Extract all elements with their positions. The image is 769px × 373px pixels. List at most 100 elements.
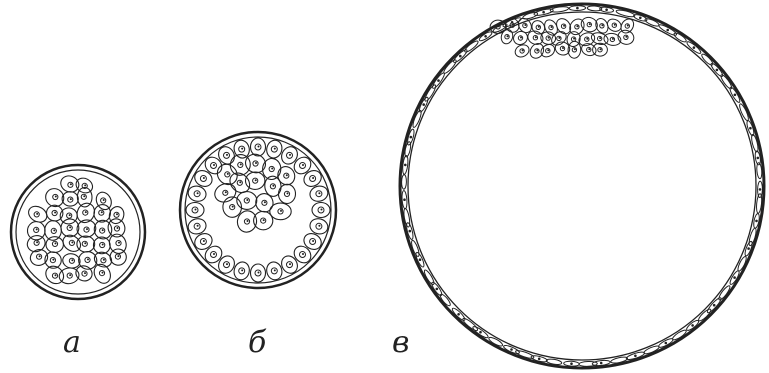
morula-cell-nucleus-nucleolus [101,211,103,213]
embryoblast-cell-nucleus-nucleolus [612,38,614,40]
morula-cell-nucleus-nucleolus [87,258,89,260]
inner-mass-cell-nucleus-nucleolus [255,179,257,181]
inner-mass-cell-nucleus-nucleolus [246,199,248,201]
trophoblast-flat-cell-nucleus [747,247,750,250]
embryoblast-cell-nucleus-nucleolus [573,38,575,40]
embryoblast-cell-nucleus-nucleolus [520,37,522,39]
embryoblast-cell-nucleus-nucleolus [627,25,629,27]
trophoblast-cell-nucleus-nucleolus [318,225,320,227]
inner-mass-cell-nucleus-nucleolus [255,162,257,164]
trophoblast-cell-nucleus-nucleolus [258,272,260,274]
trophoblast-flat-cell-nucleus [457,313,460,316]
trophoblast-cell-nucleus-nucleolus [289,154,291,156]
morula-cell-nucleus-nucleolus [36,228,38,230]
morula-cell-nucleus-nucleolus [102,272,104,274]
early-blastula-outer-membrane [180,132,336,288]
trophoblast-cell-nucleus-nucleolus [203,177,205,179]
trophoblast-flat-cell-nucleus [542,11,545,14]
morula-cell-nucleus-nucleolus [55,242,57,244]
embryoblast-cell-nucleus-nucleolus [589,23,591,25]
morula-cell-nucleus-nucleolus [118,242,120,244]
morula-cell-nucleus-nucleolus [55,196,57,198]
morula-cell-nucleus-nucleolus [117,255,119,257]
trophoblast-flat-cell-nucleus [693,46,696,49]
trophoblast-cell-nucleus-nucleolus [274,148,276,150]
embryoblast-cell-nucleus-nucleolus [538,26,540,28]
morula-cell-nucleus-nucleolus [55,274,57,276]
trophoblast-cell-ring [186,138,330,282]
morula-cell-nucleus-nucleolus [116,213,118,215]
trophoblast-flat-cell-nucleus [419,258,422,261]
embryoblast-cell-nucleus-nucleolus [599,37,601,39]
morula-cell-nucleus-nucleolus [102,229,104,231]
inner-mass-cell-nucleus-nucleolus [271,168,273,170]
embryoblast-cell-nucleus-nucleolus [586,38,588,40]
trophoblast-cell-nucleus-nucleolus [213,164,215,166]
inner-mass-cell-nucleus-nucleolus [232,206,234,208]
trophoblast-flat-cell-nucleus [713,304,716,307]
blastocyst-inner-wall [408,12,756,360]
inner-mass-cell-nucleus-nucleolus [247,220,249,222]
trophoblast-flat-cell-nucleus [479,331,482,334]
embryoblast-cell-nucleus-nucleolus [574,48,576,50]
morula-cell-nucleus-nucleolus [84,242,86,244]
embryoblast-cell-nucleus-nucleolus [588,48,590,50]
embryoblast-cell-nucleus-nucleolus [507,35,509,37]
embryoblast-cell-nucleus-nucleolus [522,49,524,51]
trophoblast-cell-nucleus-nucleolus [213,253,215,255]
embryoblast-cell-nucleus-nucleolus [576,25,578,27]
morula-cell-nucleus-nucleolus [103,259,105,261]
trophoblast-flat-cell [401,175,406,190]
trophoblast-flat-cell-nucleus [422,103,425,106]
morula-cell-nucleus-nucleolus [71,241,73,243]
morula-cell-nucleus-nucleolus [103,199,105,201]
embryoblast-cell-nucleus-nucleolus [512,24,514,26]
inner-mass-cell-nucleus-nucleolus [227,173,229,175]
embryoblast-cell-nucleus-nucleolus [600,48,602,50]
trophoblast-flat-cell [579,361,598,366]
trophoblast-cell-nucleus-nucleolus [195,209,197,211]
trophoblast-flat-cell-nucleus [570,362,573,365]
embryoblast-cell-nucleus-nucleolus [536,49,538,51]
inner-mass-cell-nucleus-nucleolus [240,163,242,165]
embryoblast-cell-nucleus-nucleolus [614,24,616,26]
panel-b-label: б [248,325,267,360]
trophoblast-flat-cell-nucleus [410,136,413,139]
inner-mass-cell-nucleus-nucleolus [263,219,265,221]
embryoblast-cell-nucleus-nucleolus [551,26,553,28]
morula-cell-nucleus-nucleolus [84,272,86,274]
morula-cell-nucleus-nucleolus [117,227,119,229]
morula-cell-nucleus-nucleolus [53,229,55,231]
morula-cell-nucleus-nucleolus [69,226,71,228]
trophoblast-flat-cell-nucleus [749,127,752,130]
trophoblast-cell-nucleus-nucleolus [197,192,199,194]
morula-cell-nucleus-nucleolus [86,228,88,230]
inner-mass-cell-nucleus-nucleolus [286,174,288,176]
trophoblast-flat-cell-nucleus [733,276,736,279]
trophoblast-flat-cell-nucleus [665,342,668,345]
trophoblast-flat-cell-nucleus [538,358,541,361]
panel-a-morula: а [11,165,145,360]
trophoblast-flat-cell-nucleus [639,17,642,20]
trophoblast-cell-nucleus-nucleolus [241,148,243,150]
morula-cells [25,173,130,287]
trophoblast-cell-nucleus-nucleolus [197,225,199,227]
embryoblast-cell-nucleus-nucleolus [548,37,550,39]
morula-cell-nucleus-nucleolus [84,184,86,186]
trophoblast-flat-cell-nucleus [600,362,603,365]
morula-cell-nucleus-nucleolus [70,198,72,200]
embryoblast-cell-nucleus-nucleolus [563,25,565,27]
morula-cell-nucleus-nucleolus [36,241,38,243]
trophoblast-flat-cell-nucleus [634,355,637,358]
embryoblast-cell-nucleus-nucleolus [535,36,537,38]
trophoblast-flat-cell-nucleus [404,164,407,167]
trophoblast-flat-cell-nucleus [734,94,737,97]
embryoblast-cell-nucleus-nucleolus [601,24,603,26]
inner-mass-cell-nucleus-nucleolus [280,210,282,212]
trophoblast-flat-cell-nucleus [510,348,513,351]
inner-mass-cell-nucleus-nucleolus [225,191,227,193]
trophoblast-cell-nucleus-nucleolus [241,269,243,271]
trophoblast-cell-nucleus-nucleolus [226,263,228,265]
trophoblast-flat-cell-nucleus [691,324,694,327]
panel-b-early-blastula: б [180,132,336,360]
